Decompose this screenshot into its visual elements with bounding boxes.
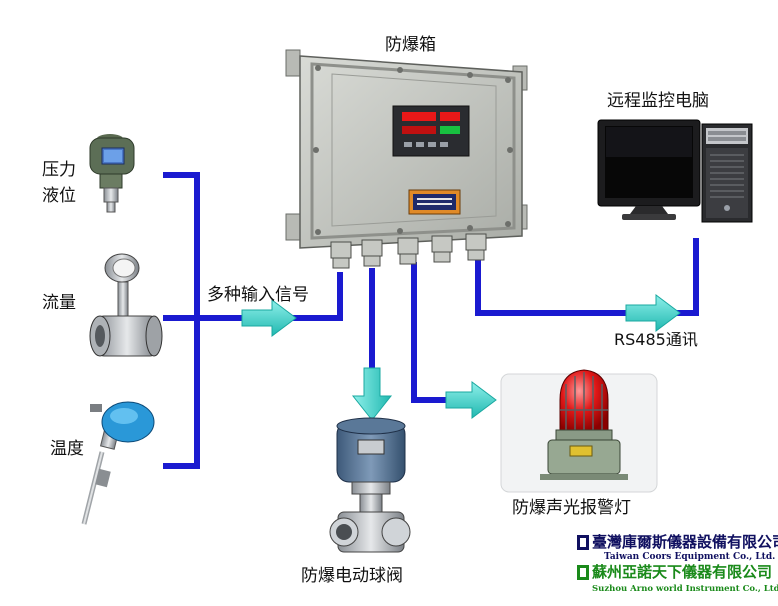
pressure-transmitter	[89, 134, 135, 213]
company-taiwan-en: Taiwan Coors Equipment Co., Ltd.	[604, 552, 776, 562]
box-nameplate	[408, 189, 461, 215]
temperature-label: 温度	[50, 439, 84, 459]
alarm-line	[411, 262, 448, 403]
box-label: 防爆箱	[385, 35, 436, 55]
pc-label: 远程监控电脑	[607, 91, 709, 111]
valve-label: 防爆电动球阀	[301, 566, 403, 586]
electric-ball-valve	[329, 417, 411, 553]
company-suzhou-cn: 蘇州亞諾天下儀器有限公司	[592, 563, 773, 581]
controller-display	[392, 105, 470, 157]
explosion-proof-box	[285, 49, 528, 269]
company-logo-taiwan	[577, 535, 589, 550]
alarm-light	[500, 369, 658, 493]
rs485-line	[475, 238, 699, 316]
alarm-arrow	[445, 381, 497, 419]
valve-arrow	[351, 367, 393, 421]
multi-input-label: 多种输入信号	[207, 285, 309, 305]
input-arrow	[241, 299, 297, 337]
company-suzhou-en: Suzhou Arno world Instrument Co., Ltd.	[592, 584, 778, 594]
temperature-transmitter	[81, 401, 155, 525]
company-logo-suzhou	[577, 565, 589, 580]
alarm-light-label: 防爆声光报警灯	[512, 498, 631, 518]
flow-meter	[89, 253, 163, 357]
flow-label: 流量	[42, 293, 76, 313]
company-taiwan-cn: 臺灣庫爾斯儀器設備有限公司	[592, 533, 778, 551]
rs485-label: RS485通讯	[614, 330, 698, 349]
pressure-label: 压力	[42, 160, 76, 180]
rs485-arrow	[625, 294, 681, 332]
remote-pc	[597, 119, 753, 223]
level-label: 液位	[42, 186, 76, 206]
cable-glands	[330, 233, 487, 269]
